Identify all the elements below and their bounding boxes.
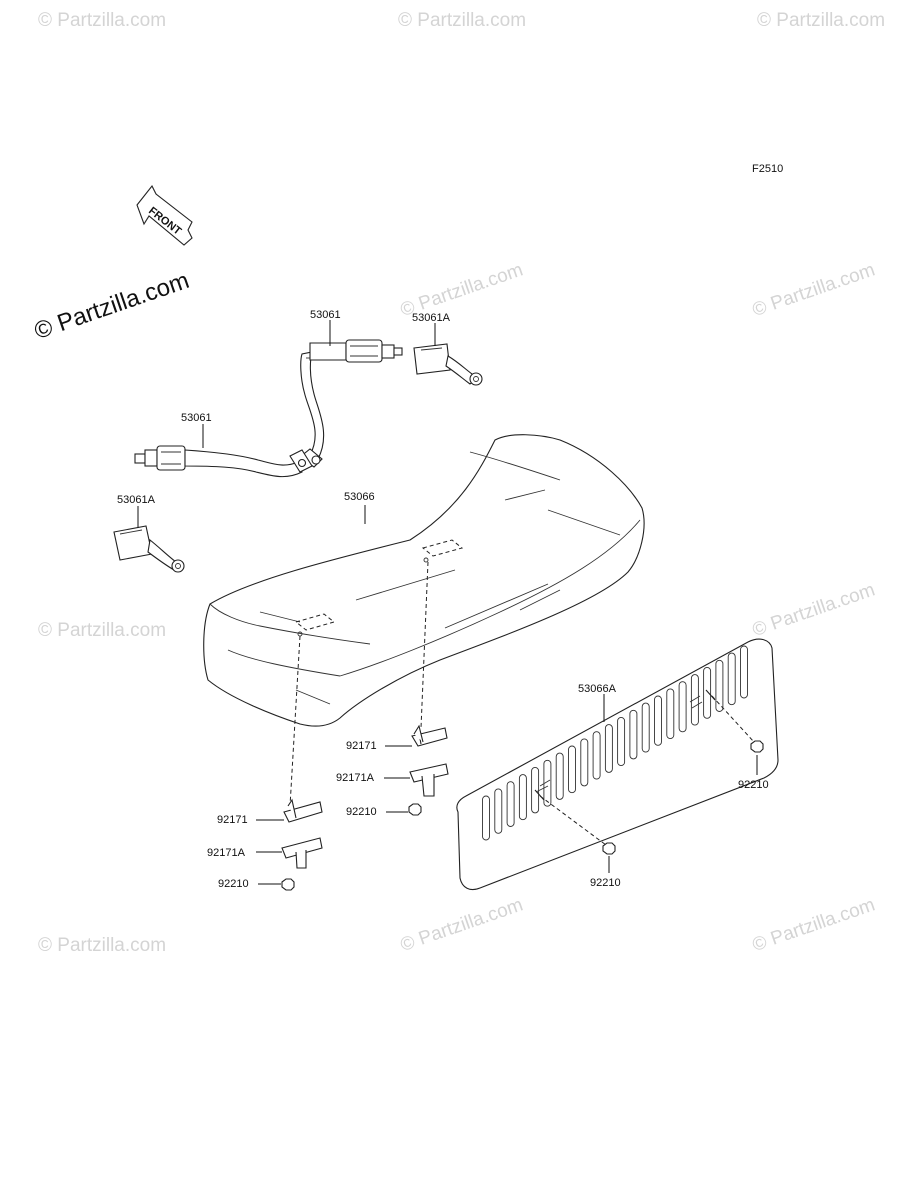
seat-belt-lower <box>134 445 313 478</box>
callout-92210-panel-bottom: 92210 <box>590 877 621 889</box>
vent-slot <box>506 781 515 827</box>
vent-slot <box>715 659 724 712</box>
callout-92171a-right: 92171A <box>336 772 375 784</box>
nut-92210-panel-right <box>750 740 764 753</box>
vent-slot <box>703 666 712 719</box>
rear-panel-53066a <box>456 638 779 891</box>
callout-92171a-left: 92171A <box>207 847 246 859</box>
callout-92171-left: 92171 <box>217 814 248 826</box>
alignment-line <box>289 635 301 807</box>
bracket-92171-right <box>411 724 448 747</box>
callout-53066a: 53066A <box>578 683 617 695</box>
vent-slot <box>482 795 490 841</box>
nut-92210-panel-bottom <box>602 842 616 855</box>
watermark: © Partzilla.com <box>398 10 527 31</box>
nut-92210-left <box>281 878 295 891</box>
buckle-lower <box>113 525 185 573</box>
figure-code: F2510 <box>752 163 783 175</box>
vent-slot <box>580 738 589 787</box>
seat-cushion <box>203 434 645 727</box>
callout-53061-lower: 53061 <box>181 412 212 424</box>
bracket-92171a-left <box>281 837 323 869</box>
vent-slot <box>531 766 540 814</box>
vent-slot <box>641 702 650 753</box>
watermark: © Partzilla.com <box>757 10 886 31</box>
vent-slot <box>629 709 638 760</box>
vent-slot <box>690 674 699 726</box>
vent-slot <box>654 695 662 746</box>
bracket-92171a-right <box>409 763 449 797</box>
vent-slot <box>518 774 527 821</box>
callout-53061a-lower: 53061A <box>117 494 156 506</box>
vent-slot <box>740 645 748 699</box>
watermark: © Partzilla.com <box>38 620 167 641</box>
vent-slot <box>617 716 626 767</box>
vent-slot <box>666 688 675 740</box>
alignment-line <box>711 695 755 743</box>
callout-53061-upper: 53061 <box>310 309 341 321</box>
watermark: © Partzilla.com <box>38 10 167 31</box>
vent-slot <box>568 745 576 794</box>
vent-slot <box>555 752 564 800</box>
bracket-92171-left <box>283 798 323 823</box>
nut-92210-center <box>408 803 422 816</box>
callout-53066: 53066 <box>344 491 375 503</box>
callout-92210-left: 92210 <box>218 878 249 890</box>
vent-slot <box>678 681 687 733</box>
vent-slot <box>727 652 736 706</box>
callout-53061a-upper: 53061A <box>412 312 451 324</box>
vent-slot <box>604 724 613 773</box>
front-arrow-icon: FRONT <box>136 184 193 246</box>
buckle-upper <box>413 343 483 386</box>
callout-92210-center: 92210 <box>346 806 377 818</box>
callout-92210-panel-right: 92210 <box>738 779 769 791</box>
callout-92171-right: 92171 <box>346 740 377 752</box>
vent-slot <box>494 788 503 834</box>
seat-belt-upper <box>299 339 403 468</box>
vent-slot <box>592 731 601 780</box>
watermark: © Partzilla.com <box>38 935 167 956</box>
